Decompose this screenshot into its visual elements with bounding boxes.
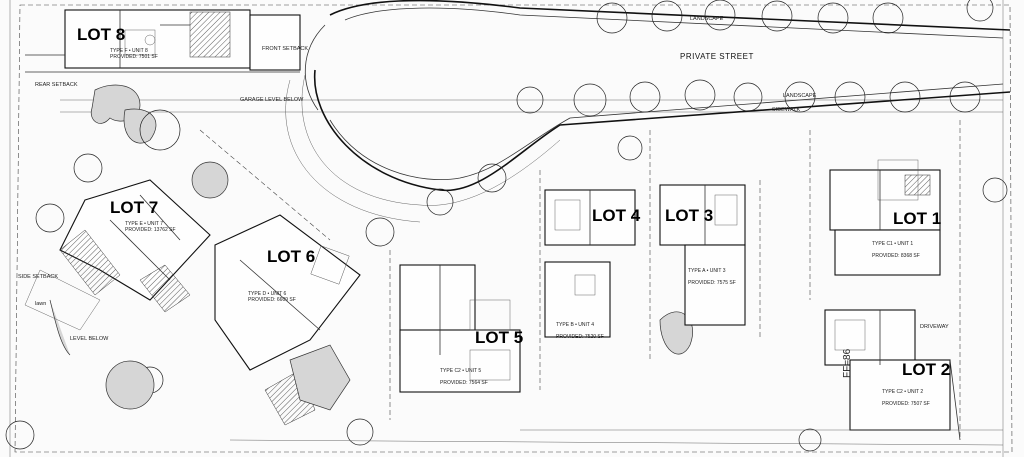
lot-7-provided: PROVIDED: 13762 SF xyxy=(125,227,176,233)
lot-2-provided: PROVIDED: 7507 SF xyxy=(882,401,930,407)
landscape-features xyxy=(49,84,693,410)
lot-5-unit: TYPE C2 • UNIT 5 xyxy=(440,368,481,374)
landscape-top-label: LANDSCAPE xyxy=(690,16,724,22)
lot-4-provided: PROVIDED: 7520 SF xyxy=(556,334,604,340)
lot-3-unit: TYPE A • UNIT 3 xyxy=(688,268,726,274)
lot-7-footprint xyxy=(24,179,211,331)
lot-3-provided: PROVIDED: 7575 SF xyxy=(688,280,736,286)
setback-lines xyxy=(199,120,1004,446)
rear-setback-label: REAR SETBACK xyxy=(35,82,78,88)
lot-3-footprint xyxy=(659,184,746,326)
lot-6-unit: TYPE D • UNIT 6 xyxy=(248,291,287,297)
driveway-label: DRIVEWAY xyxy=(920,324,949,330)
lot-8-label: LOT 8 xyxy=(77,25,125,44)
private-street-label: PRIVATE STREET xyxy=(680,52,754,61)
lot-3-label: LOT 3 xyxy=(665,206,713,225)
landscape-mid-label: LANDSCAPE xyxy=(783,93,817,99)
lot-1-unit: TYPE C1 • UNIT 1 xyxy=(872,241,913,247)
lot-4-unit: TYPE B • UNIT 4 xyxy=(556,322,594,328)
trees-top-row xyxy=(5,0,1008,452)
level-below-label: LEVEL BELOW xyxy=(70,336,109,342)
lot-5-provided: PROVIDED: 7564 SF xyxy=(440,380,488,386)
property-boundaries xyxy=(9,0,1013,457)
lot-6-footprint xyxy=(214,214,361,426)
ff-elevation-mark: FF=86 xyxy=(842,348,853,378)
lot-2-footprint xyxy=(824,309,961,441)
sidewalk-label: SIDEWALK xyxy=(772,107,801,113)
private-street xyxy=(285,0,1011,223)
lot-7-label: LOT 7 xyxy=(110,198,158,217)
lot-6-label: LOT 6 xyxy=(267,247,315,266)
front-setback-label: FRONT SETBACK xyxy=(262,46,308,52)
lot-4-footprint xyxy=(544,189,636,338)
lot-8-footprint xyxy=(25,9,301,73)
lot-5-footprint xyxy=(399,264,521,393)
lot-1-provided: PROVIDED: 8368 SF xyxy=(872,253,920,259)
lot-4-label: LOT 4 xyxy=(592,206,641,225)
lot-6-provided: PROVIDED: 6609 SF xyxy=(248,297,296,303)
lot-5-label: LOT 5 xyxy=(475,328,523,347)
lot-1-label: LOT 1 xyxy=(893,209,941,228)
lot-2-label: LOT 2 xyxy=(902,360,950,379)
lot-2-unit: TYPE C2 • UNIT 2 xyxy=(882,389,923,395)
lot-1-footprint xyxy=(829,159,941,276)
garage-level-label: GARAGE LEVEL BELOW xyxy=(240,97,304,103)
lot-7-unit: TYPE E • UNIT 7 xyxy=(125,221,163,227)
lot-8-unit: TYPE F • UNIT 8 xyxy=(110,48,148,54)
lawn-label: lawn xyxy=(35,301,46,307)
side-setback-label: SIDE SETBACK xyxy=(18,274,58,280)
lot-8-provided: PROVIDED: 7501 SF xyxy=(110,54,158,60)
